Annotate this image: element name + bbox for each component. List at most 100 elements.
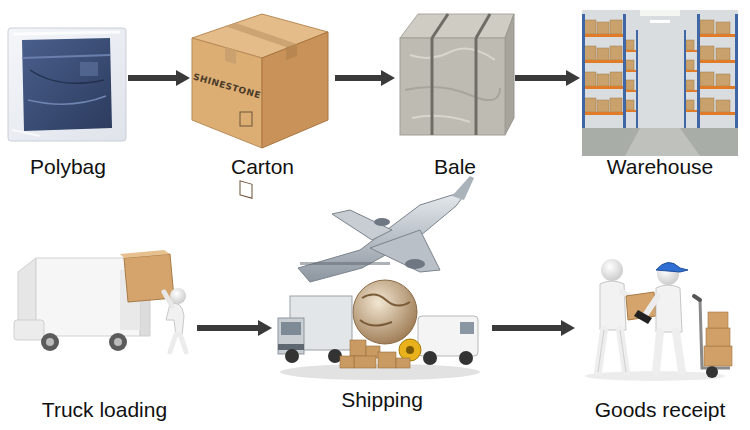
flow-arrow — [515, 70, 580, 86]
step-label: Truck loading — [12, 397, 197, 423]
warehouse-picture — [582, 10, 738, 156]
picture-part — [400, 38, 505, 135]
picture-part — [405, 259, 425, 269]
picture-part — [626, 60, 634, 70]
picture-part — [240, 112, 252, 126]
picture-part — [505, 14, 514, 135]
picture-part — [350, 340, 366, 356]
picture-part — [340, 340, 410, 368]
picture-part — [170, 288, 186, 304]
picture-part — [114, 338, 122, 346]
picture-part — [225, 23, 297, 47]
step-label: Carton — [190, 154, 335, 180]
picture-part — [694, 296, 700, 300]
picture-part — [412, 116, 470, 122]
picture-part — [697, 14, 700, 128]
picture-part — [716, 22, 730, 34]
picture-part — [460, 322, 474, 334]
picture-part — [582, 14, 585, 128]
process-step: Polybag — [8, 20, 128, 180]
picture-part — [597, 100, 609, 112]
picture-part — [36, 258, 140, 336]
picture-part — [610, 72, 622, 86]
flow-arrow — [335, 70, 395, 86]
picture-part — [656, 262, 688, 272]
picture-part — [400, 14, 514, 38]
step-label: Bale — [395, 154, 515, 180]
picture-part — [656, 332, 682, 372]
picture-part — [582, 86, 626, 89]
picture-part — [278, 318, 304, 354]
picture-part — [360, 294, 410, 325]
picture-part — [281, 322, 301, 335]
picture-part — [109, 333, 127, 351]
picture-part — [597, 74, 609, 86]
picture-part — [584, 20, 730, 112]
picture-part — [624, 50, 638, 52]
picture-part — [396, 358, 410, 368]
picture-part — [340, 356, 354, 368]
arrow-shaft — [128, 75, 178, 81]
picture-part — [584, 46, 596, 60]
picture-part — [716, 100, 730, 112]
picture-part — [80, 62, 98, 76]
picture-part — [626, 100, 634, 110]
picture-part — [686, 80, 694, 90]
picture-part — [686, 40, 694, 50]
picture-part — [684, 90, 698, 92]
picture-part — [646, 296, 658, 314]
picture-part — [14, 32, 120, 34]
picture-part — [22, 38, 112, 131]
picture-part — [684, 50, 698, 52]
step-label: Shipping — [272, 387, 492, 413]
picture-part — [14, 320, 44, 340]
picture-part — [700, 98, 714, 112]
picture-part — [582, 112, 626, 115]
picture-part — [706, 328, 730, 346]
arrow-head — [566, 70, 580, 86]
picture-part — [698, 60, 738, 63]
step-label: Polybag — [8, 154, 128, 180]
picture-part — [353, 280, 417, 344]
polybag-picture — [8, 28, 126, 141]
process-step: Shipping — [272, 180, 492, 413]
picture-part — [582, 14, 738, 128]
picture-part — [423, 351, 437, 365]
picture-part — [431, 38, 434, 135]
picture-part — [332, 210, 392, 240]
picture-part — [262, 32, 328, 148]
picture-part — [625, 128, 700, 156]
picture-part — [582, 128, 738, 156]
picture-part — [164, 292, 172, 306]
process-step: Goods receipt — [575, 250, 745, 423]
picture-part — [354, 356, 376, 368]
picture-part — [700, 72, 714, 86]
shipping-picture — [278, 176, 480, 380]
arrow-shaft — [515, 75, 568, 81]
picture-part — [716, 74, 730, 86]
picture-part — [41, 333, 59, 351]
picture-part — [597, 48, 609, 60]
picture-part — [698, 112, 738, 115]
picture-part — [286, 44, 297, 60]
bale-picture — [400, 14, 514, 135]
process-step: Carton — [190, 10, 335, 180]
flow-arrow — [128, 70, 190, 86]
picture-part — [716, 48, 730, 60]
picture-part — [285, 349, 299, 363]
flow-arrow — [492, 320, 575, 336]
picture-part — [225, 47, 236, 64]
picture-part — [708, 312, 728, 328]
arrow-shaft — [335, 75, 383, 81]
flow-arrow — [197, 320, 272, 336]
picture-part — [698, 86, 738, 89]
picture-part — [405, 87, 500, 100]
picture-part — [240, 181, 252, 198]
process-step: Warehouse — [580, 8, 740, 180]
picture-part — [700, 20, 714, 34]
picture-part — [584, 20, 596, 34]
picture-part — [300, 262, 390, 265]
step-label: Goods receipt — [575, 397, 745, 423]
picture-part — [623, 14, 626, 128]
